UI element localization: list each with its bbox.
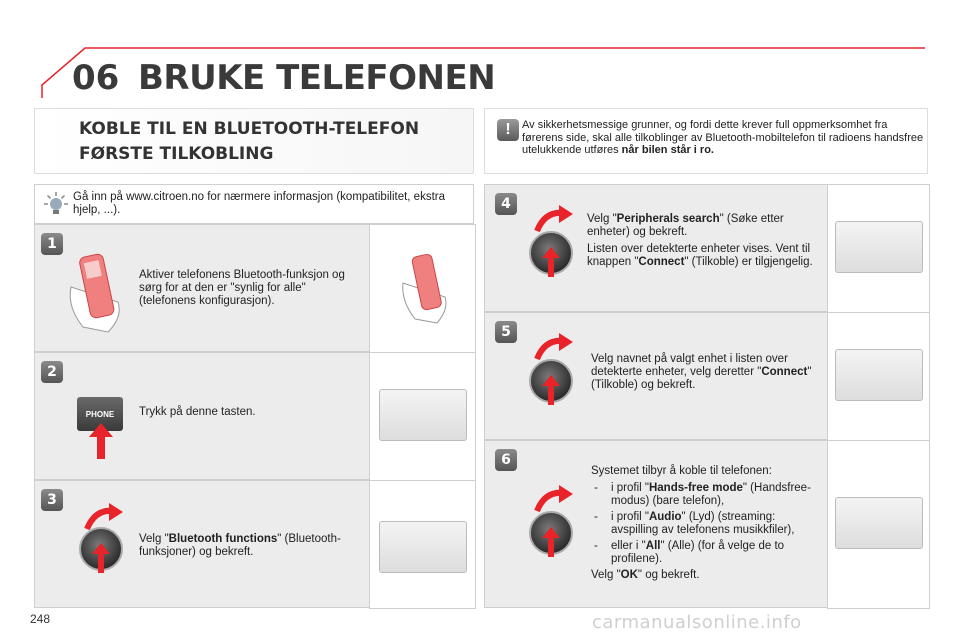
press-arrow-icon xyxy=(542,247,560,277)
section-title-box: KOBLE TIL EN BLUETOOTH-TELEFON FØRSTE TI… xyxy=(34,108,474,174)
phone-key[interactable]: PHONE xyxy=(77,397,123,431)
step-3-box: 3 Velg "Bluetooth functions" (Bluetooth-… xyxy=(34,480,476,609)
press-arrow-icon xyxy=(92,543,110,573)
rotate-arrow-icon xyxy=(534,485,573,513)
step-4-box: 4 Velg "Peripherals search" (Søke etter … xyxy=(484,184,930,313)
step-6-box: 6 Systemet tilbyr å koble til telefonen:… xyxy=(484,440,930,609)
section-title-2: FØRSTE TILKOBLING xyxy=(79,144,274,164)
page-number: 248 xyxy=(30,612,51,626)
warning-text: Av sikkerhetsmessige grunner, og fordi d… xyxy=(522,119,924,156)
list-item: i profil "Hands-free mode" (Handsfree-mo… xyxy=(591,482,823,508)
step-4-badge: 4 xyxy=(495,193,517,215)
step-6-text: Systemet tilbyr å koble til telefonen: i… xyxy=(591,465,823,582)
step-1-text: Aktiver telefonens Bluetooth-funksjon og… xyxy=(139,269,345,307)
step-2-box: 2 PHONE Trykk på denne tasten. xyxy=(34,352,476,481)
step-2-badge: 2 xyxy=(41,361,63,383)
chapter-title: BRUKE TELEFONEN xyxy=(138,58,496,98)
step-1-box: 1 Aktiver telefonens Bluetooth-funksjon … xyxy=(34,224,476,353)
rotate-arrow-icon xyxy=(534,205,573,233)
step-1-badge: 1 xyxy=(41,233,63,255)
phone-hand-icon xyxy=(69,253,120,333)
list-item: eller i "All" (Alle) (for å velge de to … xyxy=(591,540,823,566)
step-6-badge: 6 xyxy=(495,449,517,471)
rotate-arrow-icon xyxy=(534,333,573,361)
exclamation-icon: ! xyxy=(497,119,519,141)
rotate-arrow-icon xyxy=(84,503,123,531)
radio-panel-image xyxy=(835,497,923,549)
radio-panel-image xyxy=(835,221,923,273)
lightbulb-icon xyxy=(44,192,68,214)
radio-panel-image xyxy=(379,389,467,441)
chapter-number: 06 xyxy=(72,58,120,98)
phone-hand-small-icon xyxy=(402,253,447,324)
list-item: i profil "Audio" (Lyd) (streaming: avspi… xyxy=(591,511,823,537)
press-arrow-icon xyxy=(89,423,113,459)
radio-panel-image xyxy=(379,521,467,573)
radio-panel-image xyxy=(835,349,923,401)
tip-text: Gå inn på www.citroen.no for nærmere inf… xyxy=(73,191,445,216)
step-5-badge: 5 xyxy=(495,321,517,343)
section-title-1: KOBLE TIL EN BLUETOOTH-TELEFON xyxy=(79,119,420,139)
press-arrow-icon xyxy=(542,527,560,557)
profile-list: i profil "Hands-free mode" (Handsfree-mo… xyxy=(591,482,823,566)
warning-box: ! Av sikkerhetsmessige grunner, og fordi… xyxy=(484,108,928,174)
watermark: carmanualsonline.info xyxy=(592,612,802,633)
step-2-text: Trykk på denne tasten. xyxy=(139,406,256,418)
step-5-box: 5 Velg navnet på valgt enhet i listen ov… xyxy=(484,312,930,441)
step-5-text: Velg navnet på valgt enhet i listen over… xyxy=(591,353,812,391)
step-3-badge: 3 xyxy=(41,489,63,511)
press-arrow-icon xyxy=(542,375,560,405)
tip-box: Gå inn på www.citroen.no for nærmere inf… xyxy=(34,184,474,224)
header-frame xyxy=(41,47,925,98)
step-3-text: Velg "Bluetooth functions" (Bluetooth-fu… xyxy=(139,533,341,558)
step-4-text: Velg "Peripherals search" (Søke etter en… xyxy=(587,213,813,268)
